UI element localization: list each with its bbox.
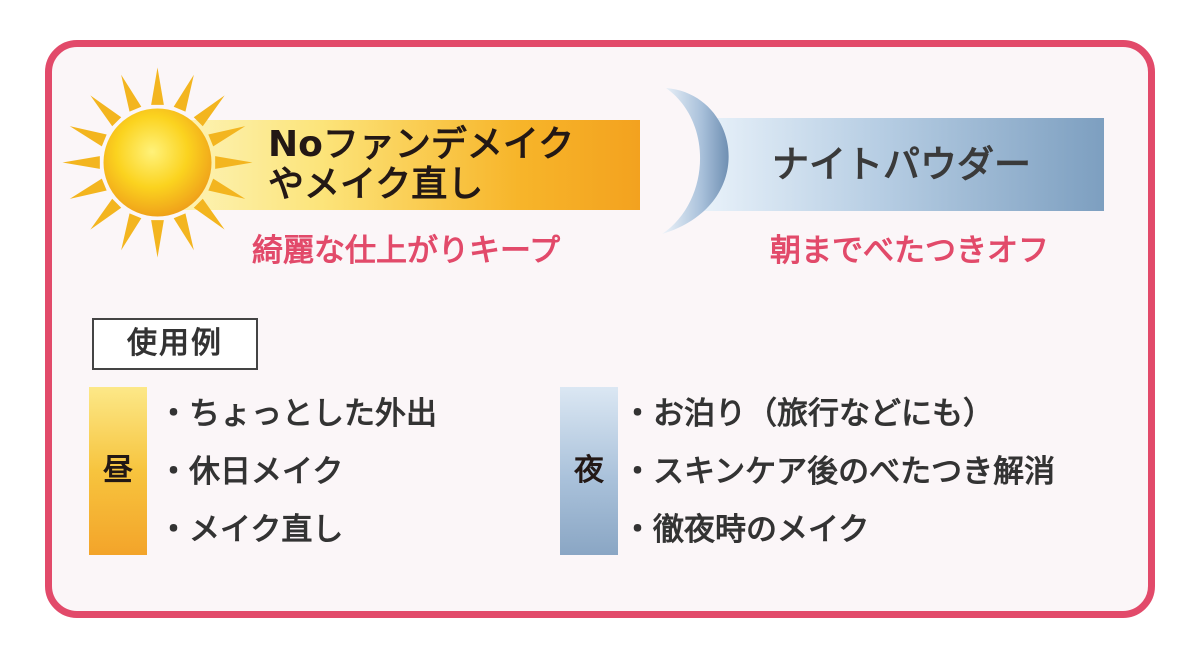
night-subtitle: 朝までべたつきオフ bbox=[770, 233, 1049, 269]
night-tag: 夜 bbox=[560, 387, 618, 555]
sun-ray bbox=[193, 198, 225, 230]
sun-ray bbox=[151, 67, 164, 105]
sun-ray bbox=[69, 126, 107, 147]
usage-label: 使用例 bbox=[92, 318, 258, 370]
sun-icon bbox=[62, 67, 253, 258]
sun-ray bbox=[121, 74, 142, 112]
day-title-line1: Noファンデメイク bbox=[268, 124, 575, 165]
sun-ray bbox=[121, 213, 142, 251]
list-item: ・お泊り（旅行などにも） bbox=[622, 396, 994, 432]
night-usage-list: ・お泊り（旅行などにも） ・スキンケア後のべたつき解消 ・徹夜時のメイク bbox=[622, 385, 1055, 559]
list-item: ・メイク直し bbox=[158, 512, 344, 548]
sun-ray bbox=[151, 220, 164, 258]
sun-ray bbox=[173, 74, 194, 112]
sun-ray bbox=[193, 95, 225, 127]
day-title: Noファンデメイク やメイク直し bbox=[268, 125, 574, 205]
sun-ray bbox=[90, 95, 122, 127]
night-title: ナイトパウダー bbox=[772, 143, 1031, 186]
sun-ray bbox=[208, 126, 246, 147]
sun-ray bbox=[215, 156, 253, 169]
list-item: ・スキンケア後のべたつき解消 bbox=[622, 454, 1056, 490]
day-tag: 昼 bbox=[89, 387, 147, 555]
sun-ray bbox=[62, 156, 100, 169]
day-subtitle: 綺麗な仕上がりキープ bbox=[252, 233, 561, 269]
day-title-line2: やメイク直し bbox=[268, 164, 484, 205]
day-usage-list: ・ちょっとした外出 ・休日メイク ・メイク直し bbox=[158, 385, 437, 559]
sun-ray bbox=[208, 178, 246, 199]
sun-ray bbox=[90, 198, 122, 230]
list-item: ・休日メイク bbox=[158, 454, 344, 490]
moon-icon bbox=[662, 88, 729, 234]
list-item: ・徹夜時のメイク bbox=[622, 512, 870, 548]
list-item: ・ちょっとした外出 bbox=[158, 396, 437, 432]
sun-ray bbox=[69, 178, 107, 199]
night-banner bbox=[700, 118, 1104, 211]
sun-ray bbox=[173, 213, 194, 251]
